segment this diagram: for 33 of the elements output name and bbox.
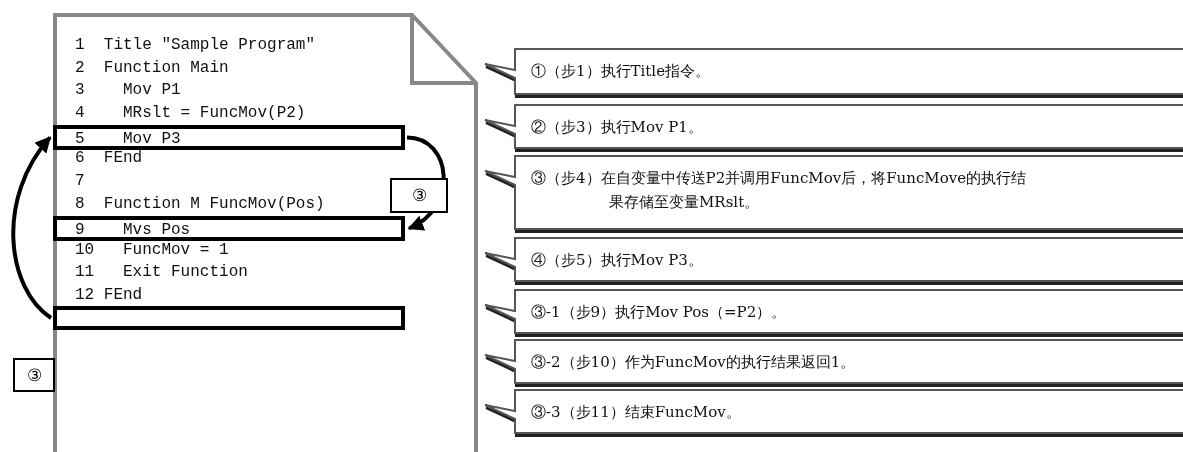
callout-text: ④（步5）执行Mov P3。: [531, 250, 703, 271]
code-line: 3 Mov P1: [75, 80, 181, 100]
code-line: 11 Exit Function: [75, 262, 248, 282]
callout-text: ②（步3）执行Mov P1。: [531, 117, 703, 138]
curved-arrow: [11, 136, 53, 320]
callout-text: ③-2（步10）作为FuncMov的执行结果返回1。: [531, 352, 856, 373]
callout-box: [483, 155, 1183, 231]
code-line: 8 Function M FuncMov(Pos): [75, 194, 325, 214]
callout-text: ①（步1）执行Title指令。: [531, 61, 711, 82]
callout-box: [483, 48, 1183, 96]
callout-box: [483, 339, 1183, 385]
callout-text: ③-3（步11）结束FuncMov。: [531, 402, 741, 423]
code-line: 12 FEnd: [75, 285, 143, 305]
empty-highlight-box: [53, 306, 405, 330]
code-line: 5 Mov P3: [75, 129, 181, 149]
callout-box: [483, 389, 1183, 435]
edge-label: ③: [390, 178, 448, 213]
code-line: 2 Function Main: [75, 58, 229, 78]
document-page: [53, 13, 478, 452]
code-line: 10 FuncMov = 1: [75, 240, 229, 260]
callout-text: ③-1（步9）执行Mov Pos（=P2）。: [531, 302, 787, 323]
edge-label: ③: [13, 358, 55, 392]
highlight-box: [53, 216, 405, 241]
callout-text: ③（步4）在自变量中传送P2并调用FuncMov后，将FuncMove的执行结果存储至变量MRslt。: [531, 168, 1028, 213]
callout-box: [483, 237, 1183, 283]
code-line: 6 FEnd: [75, 148, 143, 168]
code-line: 9 Mvs Pos: [75, 220, 191, 240]
callout-box: [483, 104, 1183, 150]
code-line: 1 Title "Sample Program": [75, 35, 316, 55]
highlight-box: [53, 125, 405, 150]
code-line: 7: [75, 171, 85, 191]
code-line: 4 MRslt = FuncMov(P2): [75, 103, 306, 123]
callout-box: [483, 289, 1183, 335]
